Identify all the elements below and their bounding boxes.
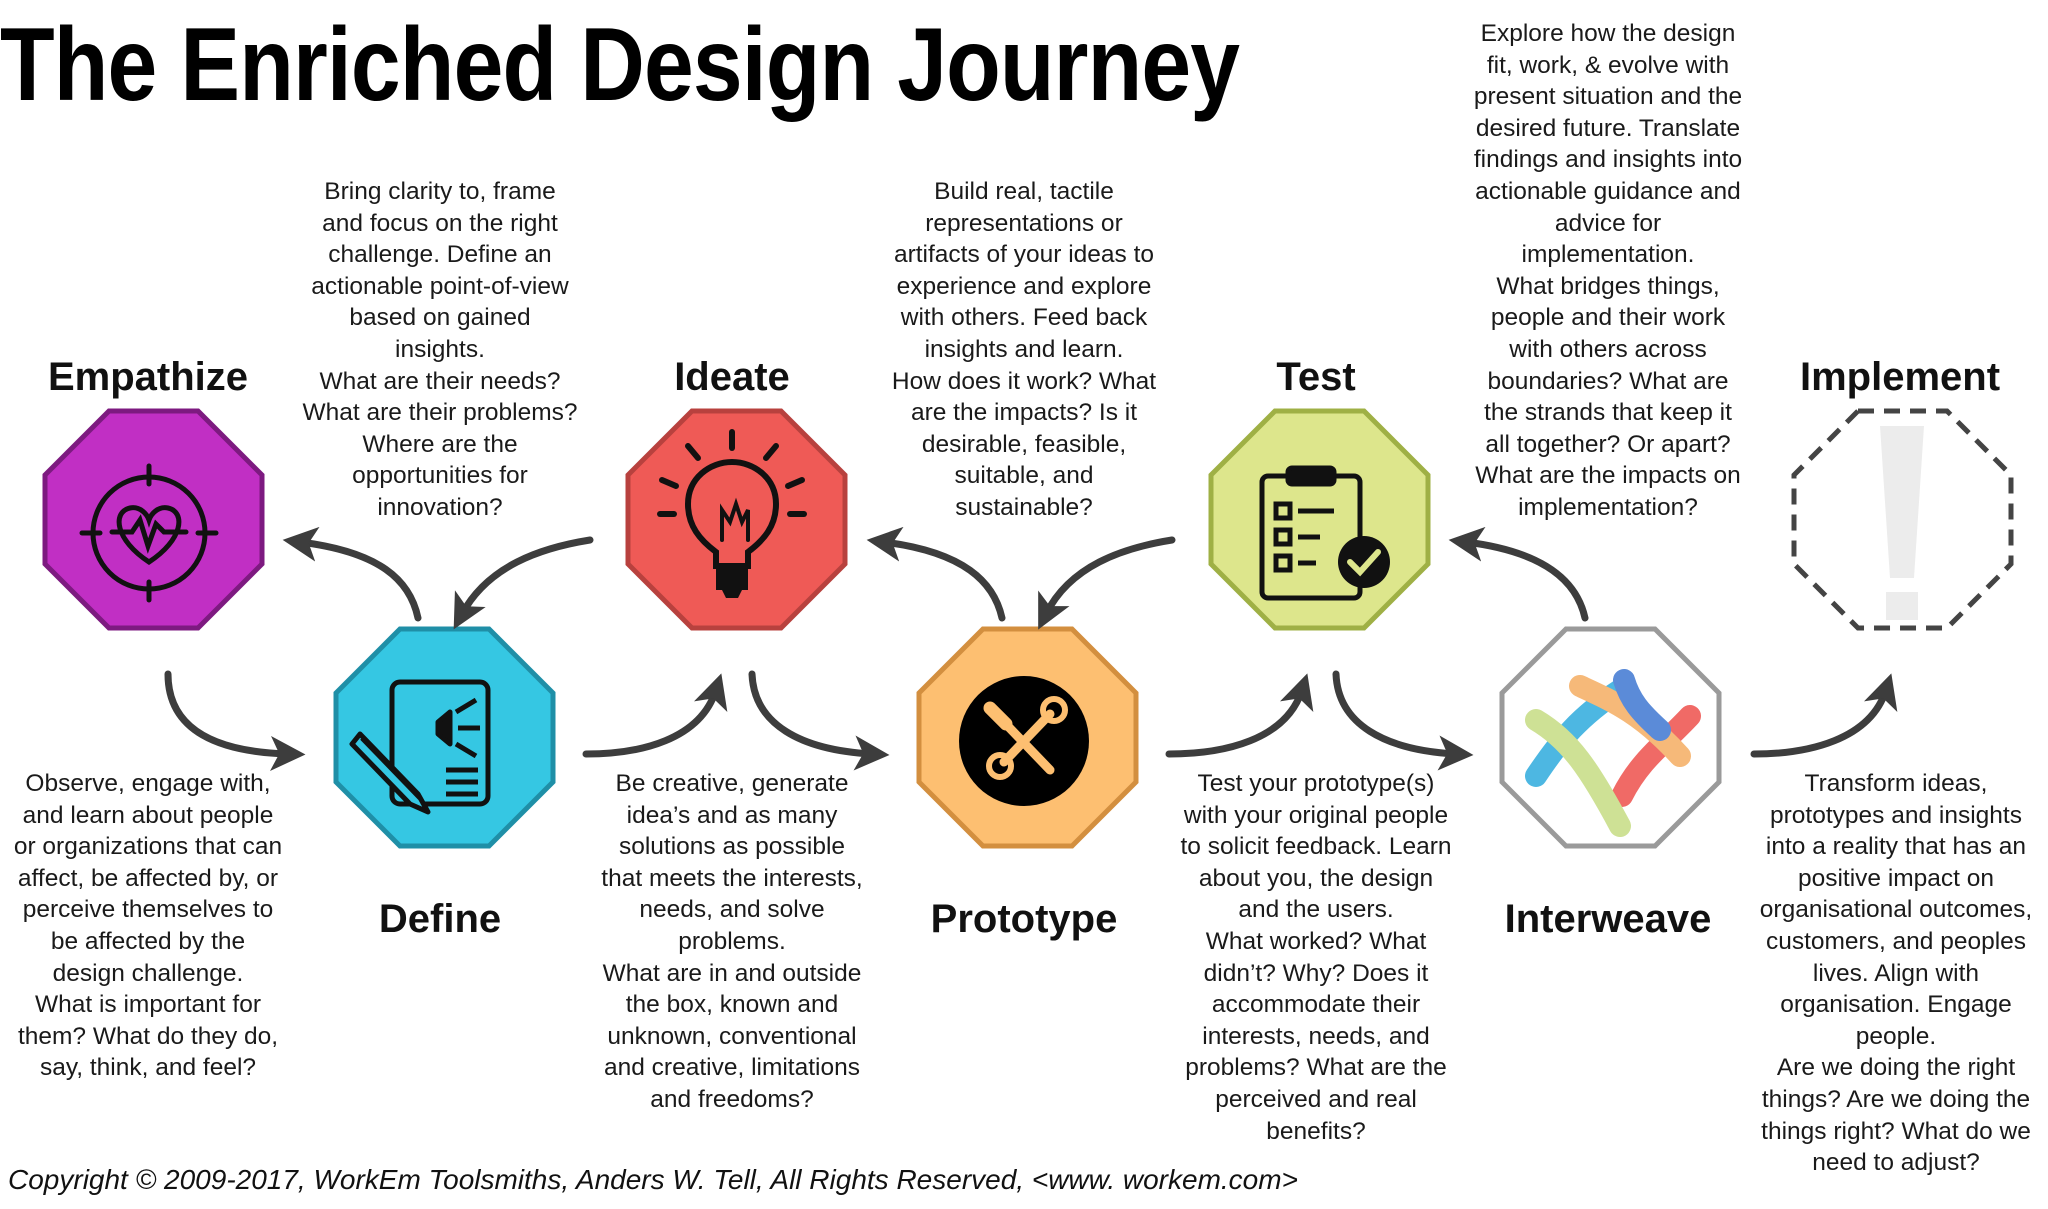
stage-label-test: Test: [1276, 355, 1356, 399]
arrow-prototype-to-test: [1165, 673, 1314, 758]
stage-description-implement: Transform ideas, prototypes and insights…: [1759, 770, 2033, 1177]
page-title: The Enriched Design Journey: [0, 7, 1240, 123]
stage-description-test: Test your prototype(s) with your origina…: [1180, 770, 1452, 1145]
exclamation-icon: [1880, 426, 1924, 620]
stage-description-define: Bring clarity to, frame and focus on the…: [302, 178, 578, 521]
woven-strands-icon: [1525, 669, 1701, 837]
heart-target-icon: [79, 463, 219, 603]
arrow-ideate-to-define: [453, 536, 594, 630]
stage-test-octagon: [1208, 408, 1431, 631]
stage-prototype-octagon: [916, 626, 1139, 849]
stage-empathize-octagon: [42, 408, 265, 631]
arrow-empathize-to-define: [164, 670, 306, 771]
stage-label-ideate: Ideate: [674, 355, 790, 399]
stage-test-shape: [1208, 408, 1431, 631]
stage-label-interweave: Interweave: [1504, 897, 1712, 941]
stage-label-empathize: Empathize: [47, 355, 249, 399]
flow-arrows: [164, 526, 1898, 771]
stage-ideate-shape: [625, 408, 848, 631]
stage-interweave-shape: [1499, 626, 1722, 849]
arrow-test-to-interweave: [1332, 670, 1474, 771]
stage-label-define: Define: [378, 897, 502, 941]
lightbulb-icon: [657, 429, 807, 598]
stage-define-octagon: [333, 626, 556, 849]
arrow-test-to-prototype: [1038, 536, 1176, 630]
clipboard-checklist-icon: [1259, 465, 1390, 601]
stage-ideate-octagon: [625, 408, 848, 631]
stage-description-ideate: Be creative, generate idea’s and as many…: [601, 770, 863, 1113]
stage-description-interweave: Explore how the design fit, work, & evol…: [1473, 20, 1743, 521]
arrow-interweave-to-test: [1448, 526, 1589, 622]
tools-icon: [959, 676, 1089, 806]
copyright-notice: Copyright © 2009-2017, WorkEm Toolsmiths…: [8, 1164, 1298, 1195]
stage-empathize-shape: [42, 408, 265, 631]
stage-implement-octagon: [1791, 408, 2014, 631]
arrow-define-to-ideate: [582, 673, 728, 758]
arrow-define-to-empathize: [282, 526, 422, 622]
arrow-prototype-to-ideate: [866, 526, 1006, 622]
stage-label-prototype: Prototype: [930, 897, 1118, 941]
stage-description-empathize: Observe, engage with, and learn about pe…: [13, 770, 283, 1082]
arrow-ideate-to-prototype: [748, 670, 890, 771]
stage-label-implement: Implement: [1799, 355, 2001, 399]
arrow-interweave-to-implement: [1750, 673, 1898, 758]
stage-description-prototype: Build real, tactile representations or a…: [891, 178, 1157, 521]
document-pencil-icon: [349, 679, 491, 815]
stage-interweave-octagon: [1499, 626, 1722, 849]
